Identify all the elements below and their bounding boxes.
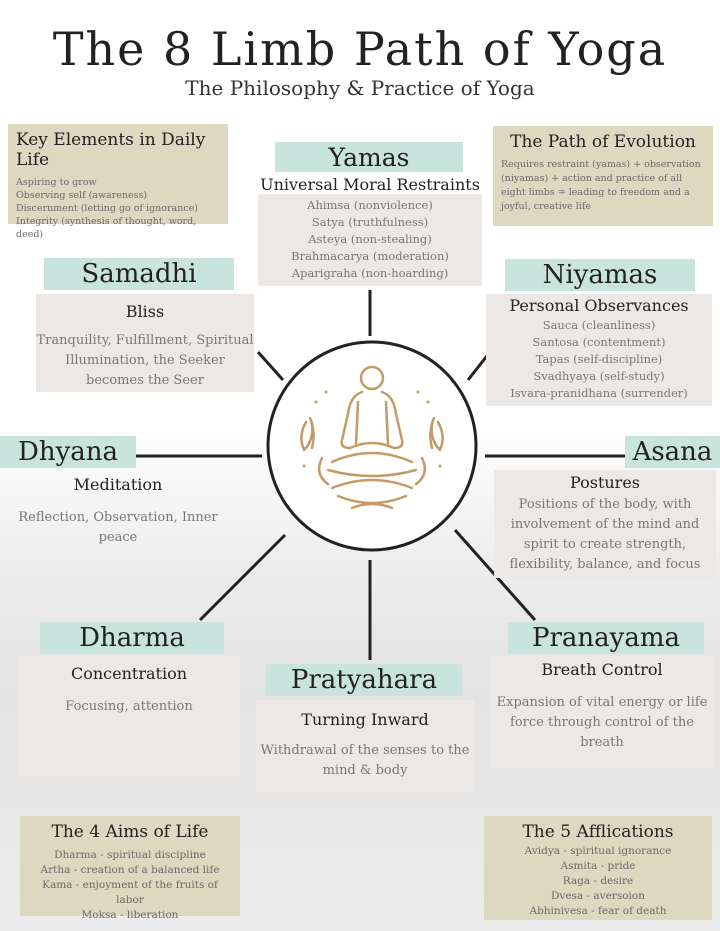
asana-description: Positions of the body, with involvement … <box>509 497 701 572</box>
yamas-item: Satya (truthfulness) <box>311 215 429 229</box>
page-subtitle: The Philosophy & Practice of Yoga <box>185 76 535 100</box>
dhyana-subtitle: Meditation <box>73 475 163 494</box>
niyamas-banner: Niyamas <box>505 259 695 291</box>
samadhi-title: Samadhi <box>81 259 197 289</box>
pranayama-banner: Pranayama <box>508 622 704 654</box>
page-title: The 8 Limb Path of Yoga <box>52 22 668 76</box>
niyamas-item: Tapas (self-discipline) <box>535 352 663 366</box>
pranayama-description: Expansion of vital energy or life force … <box>496 695 708 750</box>
niyamas-card: Personal Observances Sauca (cleanliness)… <box>486 294 712 406</box>
pratyahara-subtitle: Turning Inward <box>301 710 429 729</box>
dharma-card: Concentration Focusing, attention <box>18 656 240 776</box>
pranayama-card: Breath Control Expansion of vital energy… <box>490 656 714 768</box>
aims-of-life-title: The 4 Aims of Life <box>51 822 209 842</box>
asana-title: Asana <box>632 437 713 467</box>
yamas-item: Ahimsa (nonviolence) <box>307 198 433 212</box>
afflications-line: Avidya - spiritual ignorance <box>524 845 672 857</box>
dharma-banner: Dharma <box>40 622 224 654</box>
yamas-item: Aparigraha (non-hoarding) <box>291 266 449 280</box>
pratyahara-description: Withdrawal of the senses to the mind & b… <box>260 743 470 778</box>
path-of-evolution-text: Requires restraint (yamas) + observation… <box>501 159 701 212</box>
samadhi-card: Bliss Tranquility, Fulfillment, Spiritua… <box>36 294 254 392</box>
asana-banner: Asana <box>625 436 720 468</box>
aims-of-life-line: Dharma - spiritual discipline <box>54 849 206 861</box>
yamas-banner: Yamas <box>275 142 463 172</box>
key-elements-box: Key Elements in Daily Life Aspiring to g… <box>8 124 228 240</box>
pratyahara-title: Pratyahara <box>290 665 438 695</box>
key-elements-title: Key Elements in Daily Life <box>16 130 206 170</box>
afflications-line: Abhinivesa - fear of death <box>529 905 667 917</box>
dhyana-banner: Dhyana <box>0 436 136 468</box>
key-elements-line: Integrity (synthesis of thought, word, d… <box>16 216 197 240</box>
path-of-evolution-box: The Path of Evolution Requires restraint… <box>493 126 713 226</box>
niyamas-title: Niyamas <box>542 260 658 290</box>
pratyahara-banner: Pratyahara <box>266 664 462 696</box>
samadhi-description: Tranquility, Fulfillment, Spiritual Illu… <box>36 333 254 388</box>
samadhi-subtitle: Bliss <box>125 302 165 321</box>
niyamas-item: Svadhyaya (self-study) <box>533 369 665 383</box>
samadhi-banner: Samadhi <box>44 258 234 290</box>
dharma-description: Focusing, attention <box>65 699 193 714</box>
niyamas-item: Santosa (contentment) <box>532 335 666 349</box>
meditating-figure-icon <box>300 365 444 510</box>
yamas-items: Ahimsa (nonviolence) Satya (truthfulness… <box>258 194 482 286</box>
dharma-subtitle: Concentration <box>70 664 187 683</box>
aims-of-life-line: Artha - creation of a balanced life <box>40 864 220 876</box>
dharma-connector <box>198 533 287 622</box>
key-elements-line: Aspiring to grow <box>16 177 97 188</box>
pranayama-subtitle: Breath Control <box>541 660 663 679</box>
yamas-item: Brahmacarya (moderation) <box>291 249 449 263</box>
afflications-box: The 5 Afflications Avidya - spiritual ig… <box>484 816 712 920</box>
pranayama-title: Pranayama <box>531 623 680 653</box>
afflications-title: The 5 Afflications <box>522 822 674 842</box>
yamas-card: Universal Moral Restraints <box>258 175 482 194</box>
yamas-subtitle: Universal Moral Restraints <box>260 175 480 194</box>
afflications-line: Raga - desire <box>562 875 634 887</box>
aims-of-life-line: Kama - enjoyment of the fruits of labor <box>42 879 218 906</box>
afflications-line: Asmita - pride <box>560 860 636 872</box>
dhyana-title: Dhyana <box>17 437 119 467</box>
aims-of-life-box: The 4 Aims of Life Dharma - spiritual di… <box>20 816 240 921</box>
asana-card: Postures Positions of the body, with inv… <box>494 470 716 578</box>
niyamas-subtitle: Personal Observances <box>509 296 689 315</box>
dharma-title: Dharma <box>79 623 185 653</box>
yamas-title: Yamas <box>328 142 410 172</box>
samadhi-connector <box>256 351 285 381</box>
niyamas-item: Isvara-pranidhana (surrender) <box>510 386 688 400</box>
asana-subtitle: Postures <box>569 473 641 492</box>
dhyana-description: Reflection, Observation, Inner peace <box>18 510 218 545</box>
key-elements-line: Discernment (letting go of ignorance) <box>16 203 198 214</box>
pratyahara-card: Turning Inward Withdrawal of the senses … <box>256 700 474 792</box>
niyamas-item: Sauca (cleanliness) <box>542 318 656 332</box>
dhyana-card: Meditation Reflection, Observation, Inne… <box>18 472 218 548</box>
afflications-line: Dvesa - aversoion <box>550 890 645 902</box>
key-elements-line: Observing self (awareness) <box>16 190 148 201</box>
path-of-evolution-title: The Path of Evolution <box>510 132 696 152</box>
center-circle <box>266 340 478 552</box>
aims-of-life-line: Moksa - liberation <box>81 909 179 921</box>
yamas-item: Asteya (non-stealing) <box>308 232 432 246</box>
